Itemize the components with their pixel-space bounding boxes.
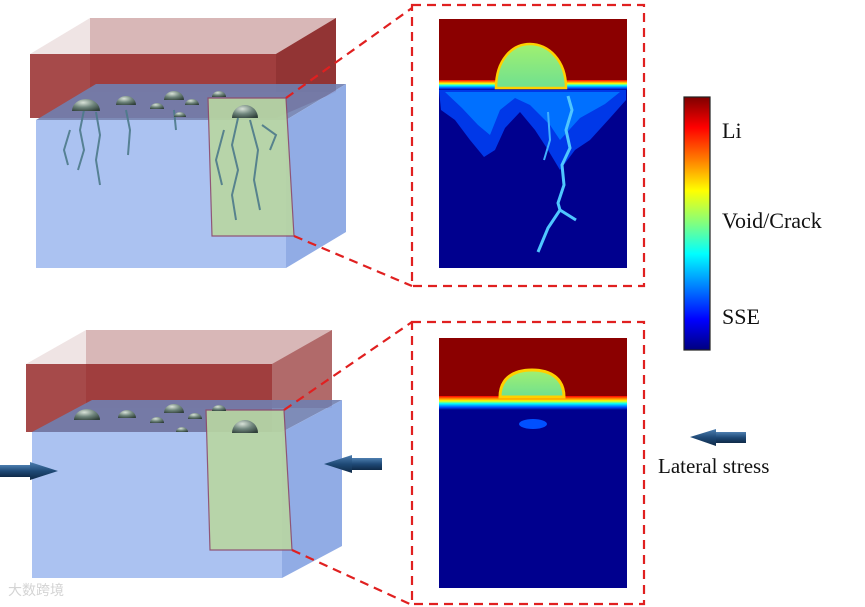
crack-lines [62, 109, 278, 221]
colorbar-label-sse: SSE [722, 304, 760, 329]
lateral-stress-arrows [0, 455, 382, 480]
colorbar-scale [683, 96, 711, 351]
watermark-text: 大数跨境 [8, 583, 64, 599]
top-zoom-connectors [285, 3, 646, 288]
arrow-left [0, 462, 58, 480]
colorbar-label-void-crack: Void/Crack [722, 208, 822, 233]
legend-arrow [690, 429, 746, 446]
bottom-3d-box [26, 330, 342, 578]
li-block-top-bottom [26, 330, 332, 364]
top-3d-box [30, 18, 346, 268]
li-block-top [30, 18, 336, 54]
li-deposits [72, 91, 258, 118]
arrow-right [324, 455, 382, 473]
colorbar-label-li: Li [722, 118, 742, 143]
sse-block-side-bottom [282, 400, 342, 578]
colorbar [683, 96, 711, 351]
top-zoom-frame [410, 3, 646, 288]
top-contour-plot [439, 19, 627, 268]
bottom-zoom-frame [410, 320, 646, 606]
li-deposits-bottom [74, 404, 258, 433]
lateral-stress-label: Lateral stress [658, 454, 770, 478]
bottom-zoom-connectors [283, 320, 646, 606]
bottom-contour-plot [439, 338, 627, 588]
sse-block-side [286, 84, 346, 268]
slice-highlight [207, 97, 295, 237]
